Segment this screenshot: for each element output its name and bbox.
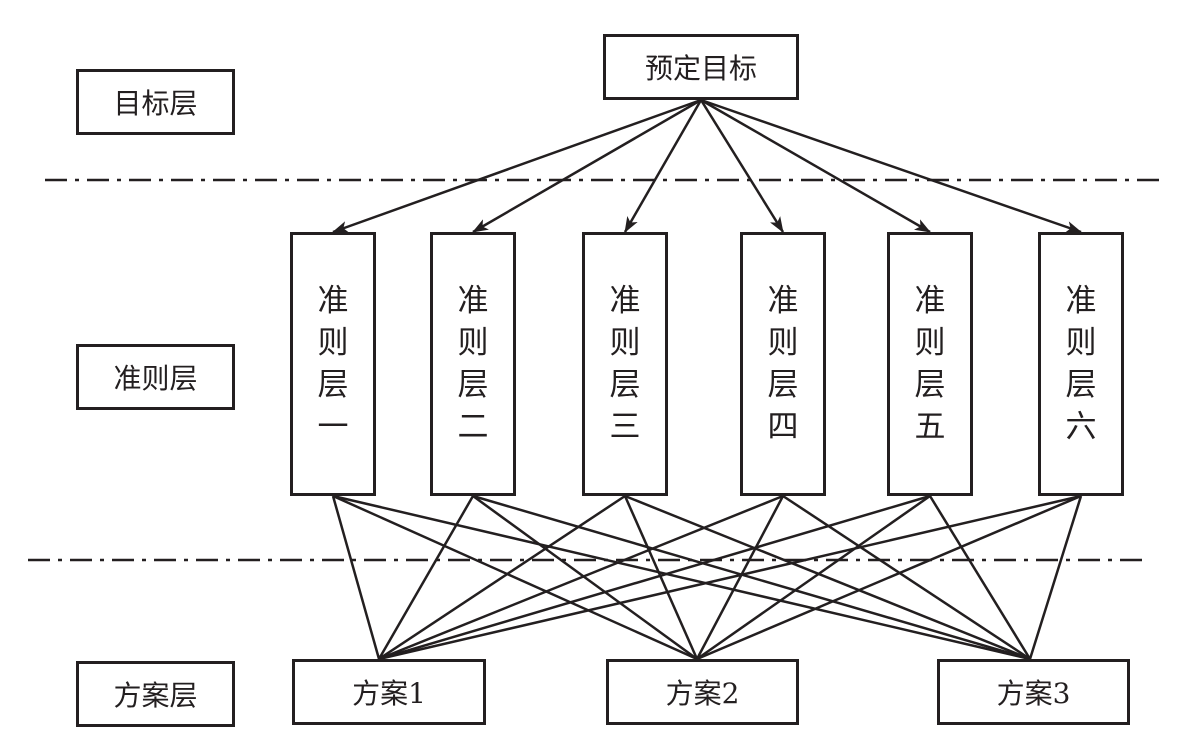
link-criterion-6-alternative-2 [696,494,1082,661]
criterion-text-6: 准则层六 [1065,283,1097,445]
alternative-box-1: 方案1 [292,659,486,725]
link-criterion-1-alternative-1 [331,495,381,660]
link-criterion-2-alternative-2 [472,494,698,661]
layer-label-alternatives: 方案层 [76,661,235,727]
criterion-text-5: 准则层五 [914,283,946,445]
criterion-text-3: 准则层三 [609,283,641,445]
alternative-text-2: 方案2 [665,677,740,710]
criterion-text-1: 准则层一 [317,283,349,445]
layer-label-goal: 目标层 [76,69,235,135]
layer-label-criteria-text: 准则层 [113,362,198,395]
alternative-text-3: 方案3 [996,677,1071,710]
goal-arrow-3 [623,99,703,233]
link-criterion-4-alternative-2 [695,495,785,660]
link-criterion-3-alternative-3 [624,494,1031,661]
link-criterion-1-alternative-3 [332,494,1031,661]
goal-arrow-1 [332,98,702,234]
criteria-to-alternative-links [331,494,1083,661]
criterion-box-2: 准则层二 [430,232,516,496]
goal-arrow-2 [472,98,702,234]
link-criterion-5-alternative-1 [378,494,931,661]
layer-label-criteria: 准则层 [76,344,235,410]
link-criterion-3-alternative-2 [623,495,699,660]
goal-text: 预定目标 [644,52,757,85]
criterion-box-3: 准则层三 [582,232,668,496]
layer-label-alternatives-text: 方案层 [113,679,198,712]
criterion-box-1: 准则层一 [290,232,376,496]
link-criterion-2-alternative-1 [377,495,475,660]
criterion-text-2: 准则层二 [457,283,489,445]
criterion-text-4: 准则层四 [767,283,799,445]
alternative-box-3: 方案3 [937,659,1130,725]
link-criterion-5-alternative-3 [928,495,1032,660]
alternative-box-2: 方案2 [606,659,799,725]
link-criterion-1-alternative-2 [332,494,698,661]
criterion-box-6: 准则层六 [1038,232,1124,496]
goal-box: 预定目标 [603,34,799,100]
goal-arrow-4 [699,99,785,233]
link-criterion-3-alternative-1 [378,494,626,661]
goal-arrow-6 [700,98,1082,234]
layer-label-goal-text: 目标层 [113,87,198,120]
alternative-text-1: 方案1 [352,677,426,710]
criterion-box-5: 准则层五 [887,232,973,496]
link-criterion-4-alternative-1 [378,494,784,661]
link-criterion-5-alternative-2 [696,494,931,661]
link-criterion-6-alternative-3 [1028,495,1083,660]
link-criterion-2-alternative-3 [472,494,1031,661]
goal-to-criteria-arrows [332,98,1082,234]
criterion-box-4: 准则层四 [740,232,826,496]
goal-arrow-5 [700,98,931,234]
link-criterion-4-alternative-3 [782,494,1031,661]
link-criterion-6-alternative-1 [378,494,1082,661]
